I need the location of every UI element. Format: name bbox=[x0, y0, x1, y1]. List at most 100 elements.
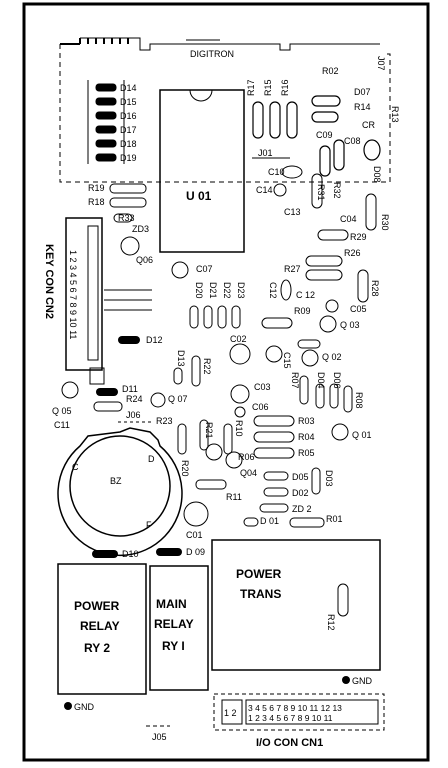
cap-c10 bbox=[281, 165, 303, 179]
res-r11 bbox=[195, 479, 227, 490]
d21-label: D21 bbox=[208, 282, 218, 299]
board-outline bbox=[22, 2, 430, 762]
zener-zd2 bbox=[259, 503, 289, 513]
c08-label: C08 bbox=[344, 136, 361, 146]
gnd-left-label: GND bbox=[74, 702, 95, 712]
brand-label: DIGITRON bbox=[190, 49, 234, 59]
d17-label: D17 bbox=[120, 125, 137, 135]
res-r20 bbox=[177, 423, 187, 455]
d23-label: D23 bbox=[236, 282, 246, 299]
r21-label: R21 bbox=[204, 422, 214, 439]
r22-label: R22 bbox=[202, 358, 212, 375]
d03-label: D03 bbox=[324, 470, 334, 487]
diode-d10 bbox=[92, 550, 118, 558]
res-r24 bbox=[93, 401, 123, 412]
q07-label: Q 07 bbox=[168, 394, 188, 404]
cap-c07 bbox=[171, 261, 189, 279]
d22-label: D22 bbox=[222, 282, 232, 299]
res-r09 bbox=[261, 317, 293, 329]
buzzer-d-label: D bbox=[148, 454, 155, 464]
res-r01 bbox=[289, 517, 325, 528]
diode-d12 bbox=[118, 336, 140, 344]
r18-label: R18 bbox=[88, 197, 105, 207]
diode-d13 bbox=[173, 367, 183, 385]
buzzer-bz bbox=[57, 427, 183, 557]
d18-label: D18 bbox=[120, 139, 137, 149]
r24-label: R24 bbox=[126, 394, 143, 404]
cap-c01 bbox=[183, 501, 209, 527]
io-pins-left: 1 2 bbox=[224, 708, 237, 718]
io-connector-left-block bbox=[221, 699, 243, 725]
transistor-q04 bbox=[225, 451, 243, 469]
r27-label: R27 bbox=[284, 264, 301, 274]
main-relay-line2: RELAY bbox=[154, 617, 194, 631]
res-r05 bbox=[253, 447, 295, 459]
digitron-module-outline bbox=[59, 44, 391, 183]
cap-c05 bbox=[325, 299, 339, 313]
diode-d06 bbox=[329, 383, 339, 409]
q06-label: Q06 bbox=[136, 255, 153, 265]
power-relay-line2: RELAY bbox=[80, 619, 120, 633]
io-connector-cn1 bbox=[213, 693, 385, 731]
transistor-q02 bbox=[301, 349, 319, 367]
diode-d05 bbox=[263, 471, 289, 481]
res-r07 bbox=[299, 375, 309, 405]
c11-label: C11 bbox=[54, 420, 70, 430]
zd2-label: ZD 2 bbox=[292, 504, 312, 514]
q04-label: Q04 bbox=[240, 468, 257, 478]
res-r27 bbox=[305, 269, 343, 281]
ic-u01 bbox=[159, 89, 245, 253]
power-trans-line1: POWER bbox=[236, 567, 282, 581]
d02-label: D02 bbox=[292, 488, 309, 498]
res-r31 bbox=[311, 173, 323, 209]
r29-label: R29 bbox=[350, 232, 367, 242]
cap-c02 bbox=[229, 343, 251, 365]
c01-label: C01 bbox=[186, 530, 203, 540]
cap-c11-body bbox=[61, 381, 79, 399]
res-r33 bbox=[113, 213, 133, 223]
main-relay-line3: RY I bbox=[162, 639, 185, 653]
c03-label: C03 bbox=[254, 382, 271, 392]
res-r22 bbox=[191, 355, 201, 387]
res-r26 bbox=[305, 255, 343, 267]
r17-label: R17 bbox=[246, 79, 256, 96]
d04-label: D04 bbox=[316, 372, 326, 389]
res-r04 bbox=[253, 431, 295, 443]
r30-label: R30 bbox=[380, 214, 390, 231]
cap-c14 bbox=[273, 183, 287, 197]
key-connector-cn2 bbox=[65, 217, 103, 371]
io-pins-bottom: 1 2 3 4 5 6 7 8 9 10 11 bbox=[248, 713, 333, 723]
r10-label: R10 bbox=[234, 420, 244, 437]
d15-label: D15 bbox=[120, 97, 137, 107]
r32-label: R32 bbox=[332, 182, 342, 199]
res-r30 bbox=[365, 193, 377, 231]
r20-label: R20 bbox=[180, 460, 190, 477]
j01-label: J01 bbox=[258, 148, 273, 158]
r07-label: R07 bbox=[290, 372, 300, 389]
d09-label: D 09 bbox=[186, 547, 205, 557]
diode-d09 bbox=[156, 548, 182, 556]
c09-label: C09 bbox=[316, 130, 333, 140]
q03-label: Q 03 bbox=[340, 320, 360, 330]
res-r08 bbox=[343, 385, 353, 413]
res-r10 bbox=[223, 423, 233, 455]
r03-label: R03 bbox=[298, 416, 315, 426]
buzzer-f-label: F bbox=[146, 520, 152, 530]
cap-c06 bbox=[234, 406, 246, 418]
r09-label: R09 bbox=[294, 306, 311, 316]
r19-label: R19 bbox=[88, 183, 105, 193]
buzzer-c-label: C bbox=[72, 462, 79, 472]
c12b-label: C 12 bbox=[296, 290, 315, 300]
r06-label: R06 bbox=[238, 452, 255, 462]
j07-label: J07 bbox=[376, 56, 386, 71]
d08-label: D08 bbox=[372, 166, 382, 183]
cap-near-r21 bbox=[205, 443, 223, 461]
res-r18 bbox=[109, 197, 147, 208]
q05-label: Q 05 bbox=[52, 406, 72, 416]
zd3-label: ZD3 bbox=[132, 224, 149, 234]
j06-label: J06 bbox=[126, 410, 141, 420]
d07-label: D07 bbox=[354, 87, 371, 97]
power-relay-line1: POWER bbox=[74, 599, 120, 613]
d14-label: D14 bbox=[120, 83, 137, 93]
r14-label: R14 bbox=[354, 102, 371, 112]
